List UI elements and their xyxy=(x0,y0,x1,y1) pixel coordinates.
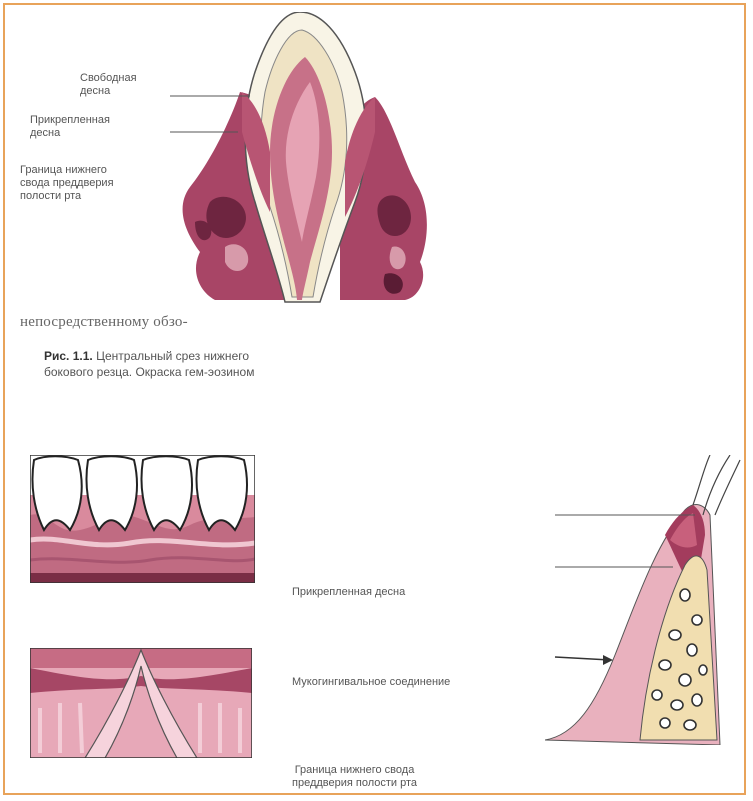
caption-line1: Центральный срез нижнего xyxy=(96,349,249,363)
teeth-row-illustration xyxy=(30,455,255,583)
caption-prefix: Рис. 1.1. xyxy=(44,349,93,363)
figure1-caption: Рис. 1.1. Центральный срез нижнего боков… xyxy=(44,348,254,380)
frenulum-illustration xyxy=(30,648,252,758)
text-fragment: непосредственному обзо- xyxy=(20,314,188,331)
sagittal-section-illustration xyxy=(545,455,745,745)
caption-line2: бокового резца. Окраска гем-эозином xyxy=(44,365,254,379)
label-mucogingival-junction: Мукогингивальное соединение xyxy=(292,676,450,689)
label-attached-gingiva-2: Прикрепленная десна xyxy=(292,586,405,599)
